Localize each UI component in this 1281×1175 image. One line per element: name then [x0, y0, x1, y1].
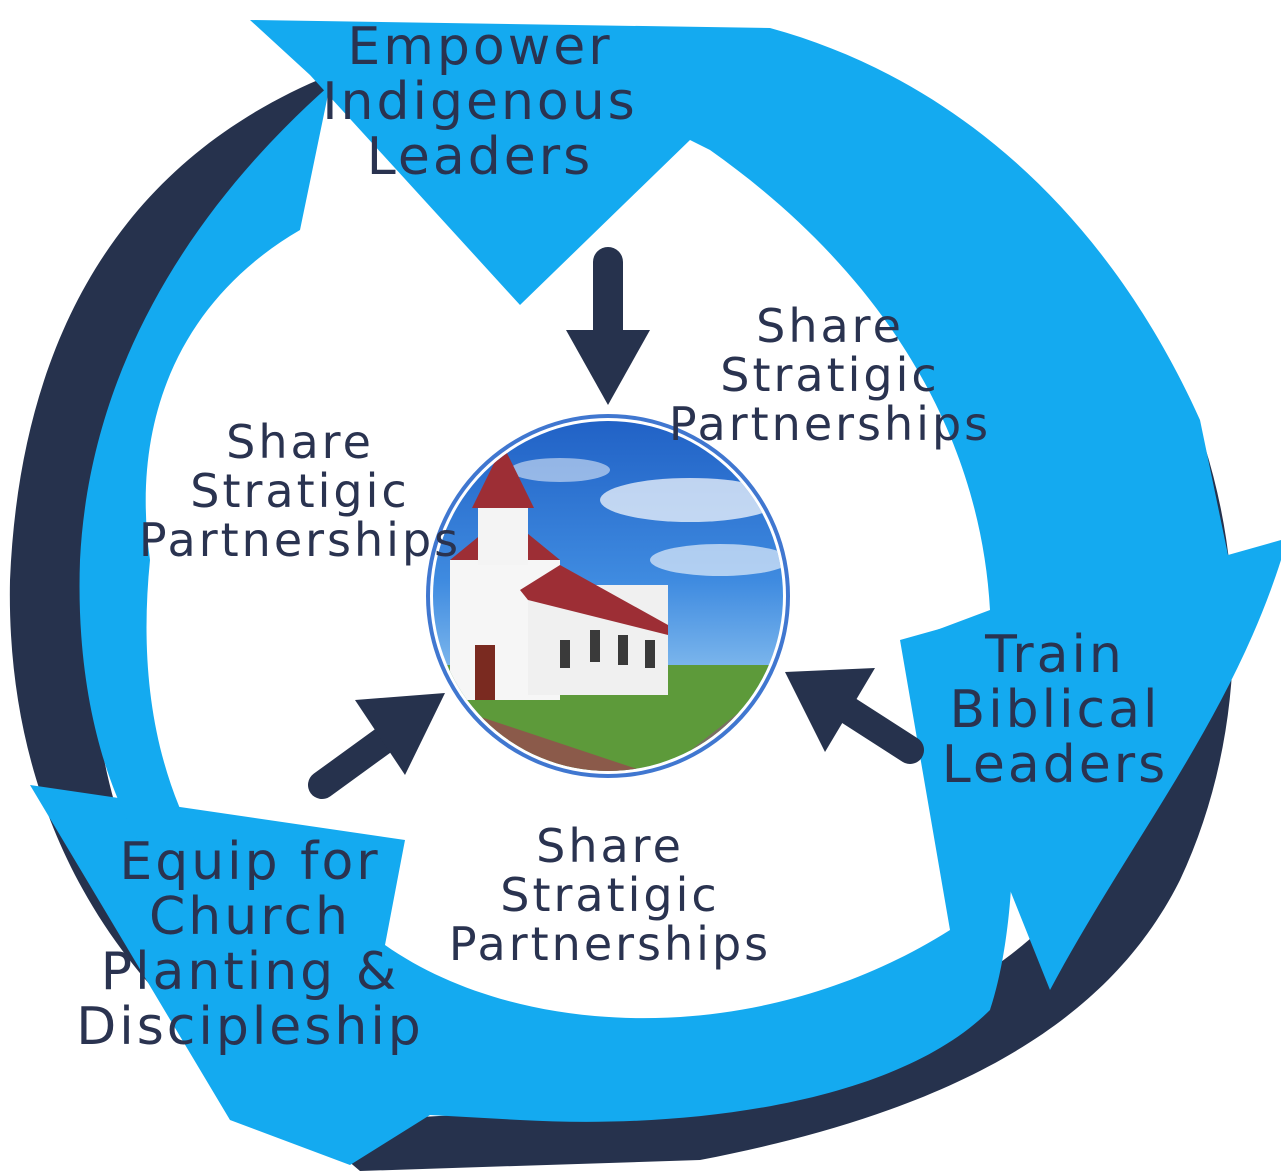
arrow-upright-icon: [308, 693, 445, 799]
label-line: Planting &: [100, 942, 400, 1003]
arrow-left-cycle: [79, 85, 330, 860]
label-line: Partnerships: [448, 916, 772, 971]
label-line: Leaders: [366, 127, 594, 188]
label-line: Train: [985, 625, 1125, 685]
arrow-right-to-left: [30, 612, 1013, 1165]
center-church-photo: [426, 414, 790, 778]
label-line: Discipleship: [76, 997, 424, 1058]
label-line: Church: [148, 887, 351, 948]
spoke-label-upper-right: Share Stratigic Partnerships: [660, 302, 1000, 448]
label-line: Stratigic: [190, 463, 410, 518]
blue-cycle-arrows: [30, 20, 1281, 1165]
arrow-top-to-right: [250, 20, 1281, 990]
label-line: Share: [756, 299, 904, 353]
arrow-down-icon: [566, 247, 650, 405]
stage-label-right: Train Biblical Leaders: [930, 625, 1180, 796]
label-line: Share: [226, 415, 374, 469]
label-line: Stratigic: [720, 347, 940, 402]
label-line: Leaders: [941, 735, 1169, 796]
spoke-arrows: [308, 247, 924, 799]
stage-label-left: Equip for Church Planting & Discipleship: [60, 832, 440, 1058]
label-line: Indigenous: [322, 72, 638, 133]
arrow-upleft-icon: [785, 668, 924, 764]
stage-label-top: Empower Indigenous Leaders: [300, 17, 660, 188]
label-line: Empower: [347, 17, 613, 77]
label-line: Stratigic: [500, 867, 720, 922]
label-line: Partnerships: [668, 396, 992, 451]
label-line: Share: [536, 819, 684, 873]
label-line: Partnerships: [138, 512, 462, 567]
spoke-label-bottom: Share Stratigic Partnerships: [440, 822, 780, 968]
label-line: Equip for: [119, 832, 381, 892]
spoke-label-upper-left: Share Stratigic Partnerships: [130, 418, 470, 564]
label-line: Biblical: [949, 680, 1161, 741]
